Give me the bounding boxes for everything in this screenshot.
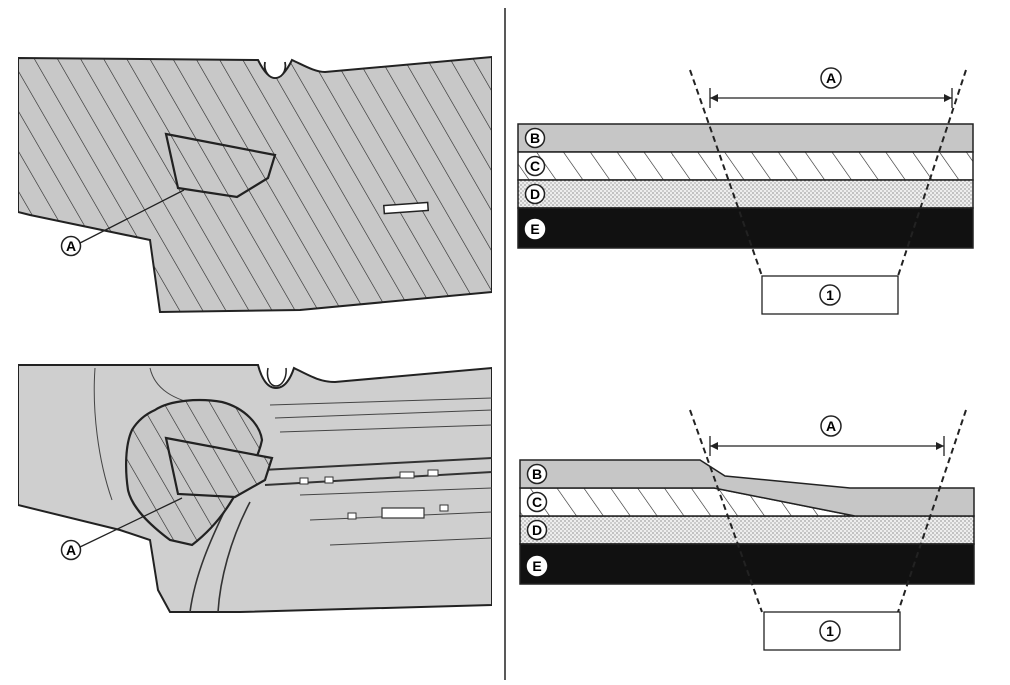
span-label-a: A bbox=[820, 67, 842, 89]
layer-e bbox=[519, 543, 975, 585]
svg-text:B: B bbox=[532, 466, 542, 482]
box-label-1: 1 bbox=[819, 620, 841, 642]
svg-text:E: E bbox=[532, 558, 541, 574]
box-1 bbox=[761, 275, 899, 315]
callout-label: A bbox=[66, 238, 76, 254]
callout-leader-a bbox=[79, 497, 183, 548]
callout-leader-a bbox=[79, 189, 185, 244]
svg-text:1: 1 bbox=[826, 287, 834, 303]
layer-d bbox=[519, 515, 975, 545]
layer-label-c: C bbox=[526, 491, 548, 513]
svg-text:D: D bbox=[530, 186, 540, 202]
layer-c bbox=[517, 151, 974, 181]
svg-text:A: A bbox=[826, 418, 836, 434]
svg-text:B: B bbox=[530, 130, 540, 146]
callout-a-bottom-left: A bbox=[60, 539, 82, 561]
callout-label: A bbox=[66, 542, 76, 558]
layer-label-e: E bbox=[524, 218, 546, 240]
repair-area-a bbox=[164, 436, 274, 499]
layer-label-d: D bbox=[526, 519, 548, 541]
svg-text:E: E bbox=[530, 221, 539, 237]
layer-e bbox=[517, 207, 974, 249]
span-label-a: A bbox=[820, 415, 842, 437]
box-label-1: 1 bbox=[819, 284, 841, 306]
callout-a-top-left: A bbox=[60, 235, 82, 257]
svg-text:D: D bbox=[532, 522, 542, 538]
layer-label-c: C bbox=[524, 155, 546, 177]
bumper-hole bbox=[263, 61, 287, 79]
layer-label-b: B bbox=[524, 127, 546, 149]
panel-bottom-left-bumper bbox=[18, 364, 492, 613]
layer-b bbox=[517, 123, 974, 153]
bumper-slot bbox=[382, 201, 430, 215]
svg-text:C: C bbox=[532, 494, 542, 510]
panel-top-right-layers: A B C D E 1 bbox=[517, 67, 974, 315]
svg-text:C: C bbox=[530, 158, 540, 174]
panel-bottom-right-layers: A B C D E 1 bbox=[519, 409, 975, 651]
svg-text:1: 1 bbox=[826, 623, 834, 639]
bumper-body bbox=[18, 364, 492, 613]
layer-label-e: E bbox=[526, 555, 548, 577]
svg-text:A: A bbox=[826, 70, 836, 86]
layer-d bbox=[517, 179, 974, 209]
layer-b bbox=[519, 459, 975, 517]
panel-top-left-bumper bbox=[18, 55, 492, 314]
repair-area-a bbox=[164, 132, 277, 199]
layer-label-b: B bbox=[526, 463, 548, 485]
layer-label-d: D bbox=[524, 183, 546, 205]
